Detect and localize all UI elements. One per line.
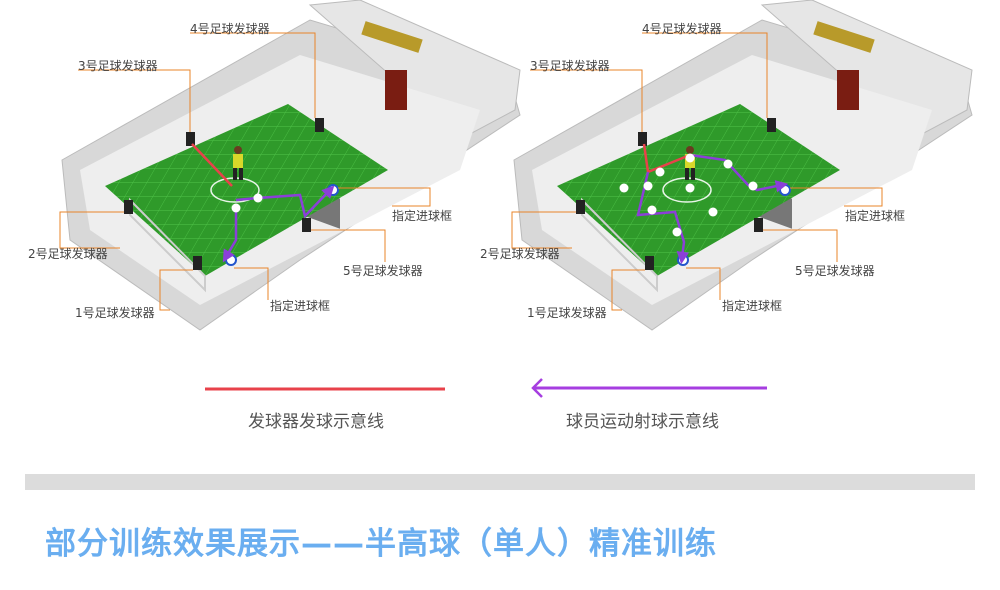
label-launcher-5: 5号足球发球器 [343,264,423,278]
building-sign [361,21,423,53]
label-launcher-4: 4号足球发球器 [190,22,270,36]
launcher-ball-line [191,143,233,187]
legend-arrow-head-icon [531,378,543,398]
label-goal-bottom: 指定进球框 [722,299,783,313]
player-shot-line [235,185,335,219]
launcher-1 [193,256,202,270]
launcher-5 [302,218,311,232]
label-launcher-5: 5号足球发球器 [795,264,875,278]
player-shot-line [689,153,789,193]
label-goal-right: 指定进球框 [845,209,906,223]
launcher-4 [315,118,324,132]
player-figure [233,146,243,180]
paths-right [619,143,789,265]
player-shot-line [636,171,689,265]
court-diagram-right [511,0,973,331]
label-launcher-1: 1号足球发球器 [527,306,607,320]
label-launcher-1: 1号足球发球器 [75,306,155,320]
section-divider [25,474,975,490]
label-launcher-2: 2号足球发球器 [28,247,108,261]
label-launcher-2: 2号足球发球器 [480,247,560,261]
building-door [385,70,407,110]
label-goal-bottom: 指定进球框 [270,299,331,313]
court-diagram-left [59,0,521,331]
legend-launcher-text: 发球器发球示意线 [248,412,384,432]
label-launcher-4: 4号足球发球器 [642,22,722,36]
launcher-2 [124,200,133,214]
label-leader-lines [59,32,431,311]
paths-left [191,143,335,263]
pitch [105,104,388,276]
section-title: 部分训练效果展示——半高球（单人）精准训练 [45,526,717,562]
launcher-3 [186,132,195,146]
label-launcher-3: 3号足球发球器 [530,59,610,73]
label-goal-right: 指定进球框 [392,209,453,223]
diagrams-canvas [59,0,973,398]
legend-player-text: 球员运动射球示意线 [566,412,719,432]
player-shot-line [222,208,238,263]
label-launcher-3: 3号足球发球器 [78,59,158,73]
